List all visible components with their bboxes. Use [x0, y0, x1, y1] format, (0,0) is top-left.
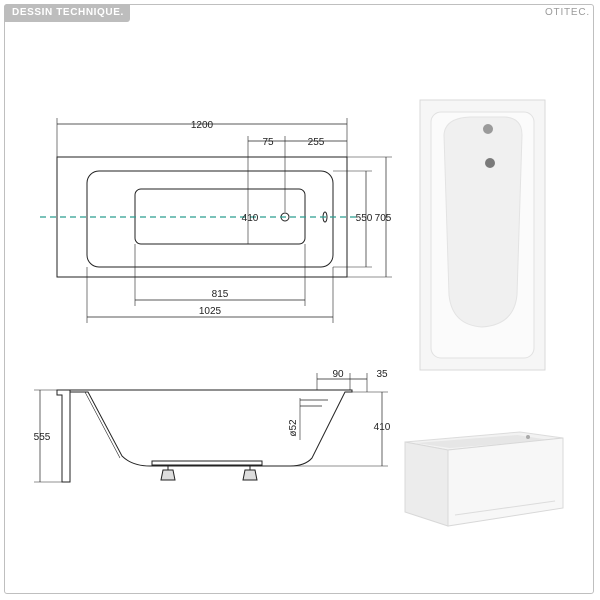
dim-inner-length: 1025 [199, 306, 222, 317]
dim-rim-thickness: 35 [376, 369, 388, 380]
dim-drain-diameter: ø52 [288, 419, 299, 437]
drain-icon [485, 158, 495, 168]
dim-drain-to-end: 255 [308, 137, 325, 148]
faucet-icon [483, 124, 493, 134]
overflow-pipe [300, 399, 328, 407]
inner-rim [86, 170, 334, 268]
tub-profile [70, 389, 353, 467]
tub-top-photo [419, 99, 546, 371]
dim-overall-length: 1200 [191, 120, 214, 131]
section-title: DESSIN TECHNIQUE. [4, 4, 130, 22]
dim-depth: 410 [374, 422, 391, 433]
brand-label: OTITEC. [544, 7, 590, 18]
side-panel [56, 389, 71, 483]
dim-basin-width: 550 [356, 213, 373, 224]
side-view [34, 373, 388, 483]
dim-bottom-length: 815 [212, 289, 229, 300]
dim-overall-width: 705 [375, 213, 392, 224]
base-plate [151, 460, 263, 466]
dim-drain-offset: 75 [262, 137, 274, 148]
dim-rim-depth: 90 [332, 369, 344, 380]
foot-right [242, 469, 258, 481]
dim-total-height: 555 [34, 432, 51, 443]
dim-inner-width: 410 [242, 213, 259, 224]
foot-left [160, 469, 176, 481]
tub-3d-photo [404, 431, 564, 527]
outer-rim [56, 156, 348, 278]
top-view [40, 118, 392, 323]
